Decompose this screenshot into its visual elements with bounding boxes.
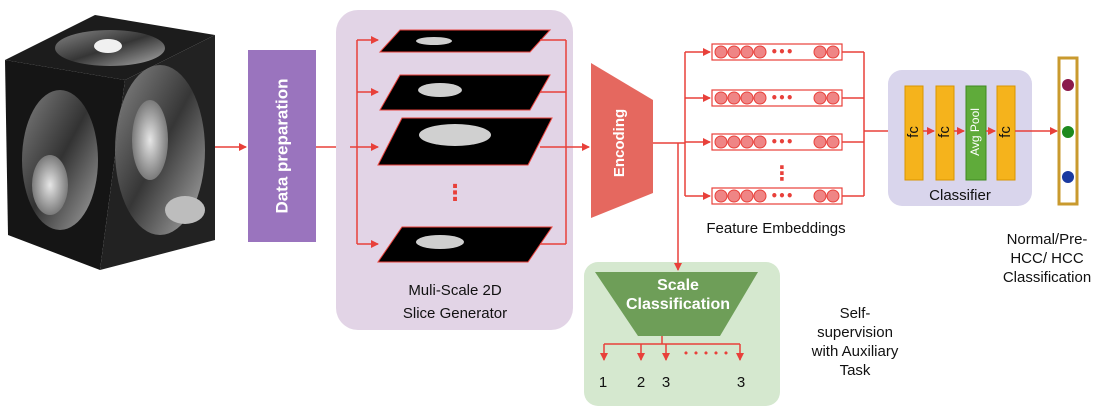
embedding-row-dots: ••• (770, 45, 793, 59)
classifier-layer-fc-2: fc (935, 85, 955, 181)
embedding-row-dots: ••• (770, 135, 793, 149)
embedding-row-1: ••• (711, 43, 843, 61)
output-vector: Normal/Pre- HCC/ HCC Classification (1003, 56, 1091, 286)
scale-label-3: 3 (662, 374, 670, 391)
slice-2 (379, 74, 551, 111)
coronal-organ (132, 100, 168, 180)
classifier-layer-fc-3: fc (996, 85, 1016, 181)
embedding-row-3: ••• (711, 133, 843, 151)
classifier-layer-avg-pool: Avg Pool (965, 85, 987, 181)
scale-classification-title-line2: Classification (626, 296, 730, 313)
fc-label: fc (997, 126, 1014, 138)
generator-caption-line1: Muli-Scale 2D (408, 282, 502, 299)
fc-label: fc (905, 126, 922, 138)
classifier-caption: Classifier (929, 187, 991, 204)
scale-label-2: 2 (637, 374, 645, 391)
sagittal-organ (32, 155, 68, 215)
output-class-1-node (1062, 79, 1074, 91)
output-label-line2: HCC/ HCC (1010, 250, 1083, 267)
slice-4 (377, 226, 553, 263)
embedding-row-dots: ••• (770, 91, 793, 105)
embedding-row-4: ••• (711, 187, 843, 205)
self-supervision-line4: Task (840, 362, 871, 379)
self-supervision-line2: supervision (817, 324, 893, 341)
output-class-2-node (1062, 126, 1074, 138)
self-supervision-note: Self- supervision with Auxiliary Task (811, 305, 899, 379)
data-preparation-box (248, 50, 316, 242)
ct-volume-cube (5, 15, 215, 270)
classifier-panel: fc fc Avg Pool fc Classifier (888, 70, 1032, 206)
embedding-row-2: ••• (711, 89, 843, 107)
output-label-line1: Normal/Pre- (1007, 231, 1088, 248)
embedding-column-ellipsis: ⋮ (772, 161, 792, 185)
scale-label-1: 1 (599, 374, 607, 391)
scale-label-n: 3 (737, 374, 745, 391)
generator-fan-lines (350, 36, 379, 248)
scale-output-lines (600, 336, 744, 361)
avg-pool-label: Avg Pool (968, 108, 982, 156)
output-label-line3: Classification (1003, 269, 1091, 286)
feature-embeddings-caption: Feature Embeddings (706, 220, 845, 237)
encoder-trapezoid (591, 63, 653, 218)
slice-1 (378, 29, 552, 53)
coronal-liver (165, 196, 205, 224)
generator-caption-line2: Slice Generator (403, 305, 507, 322)
auxiliary-task-panel: Scale Classification • • • • • 1 2 3 3 (584, 262, 780, 406)
scale-output-dots: • • • • • (683, 347, 729, 360)
output-class-3-node (1062, 171, 1074, 183)
classifier-layer-fc-1: fc (904, 85, 924, 181)
encoding-label: Encoding (611, 109, 628, 177)
self-supervision-line3: with Auxiliary (811, 343, 899, 360)
scale-classification-title-line1: Scale (657, 277, 699, 294)
slice-3 (377, 117, 553, 166)
encoder-block: Encoding (591, 63, 653, 218)
data-preparation-label: Data preparation (272, 78, 291, 213)
fc-label: fc (936, 126, 953, 138)
slice-generator-panel: ⋮ Muli-Scale 2D Slice Generator (336, 10, 590, 330)
classifier-background (888, 70, 1032, 206)
slice-ellipsis: ⋮ (444, 181, 466, 206)
generator-gather-lines (540, 39, 590, 245)
embedding-row-dots: ••• (770, 189, 793, 203)
self-supervision-line1: Self- (840, 305, 871, 322)
data-preparation-block: Data preparation (248, 50, 316, 242)
axial-organ (94, 39, 122, 53)
scale-classifier-trapezoid (595, 272, 758, 336)
encoder-to-embeddings-lines (653, 48, 711, 268)
feature-embeddings: ••• ••• ••• ⋮ (706, 43, 846, 237)
